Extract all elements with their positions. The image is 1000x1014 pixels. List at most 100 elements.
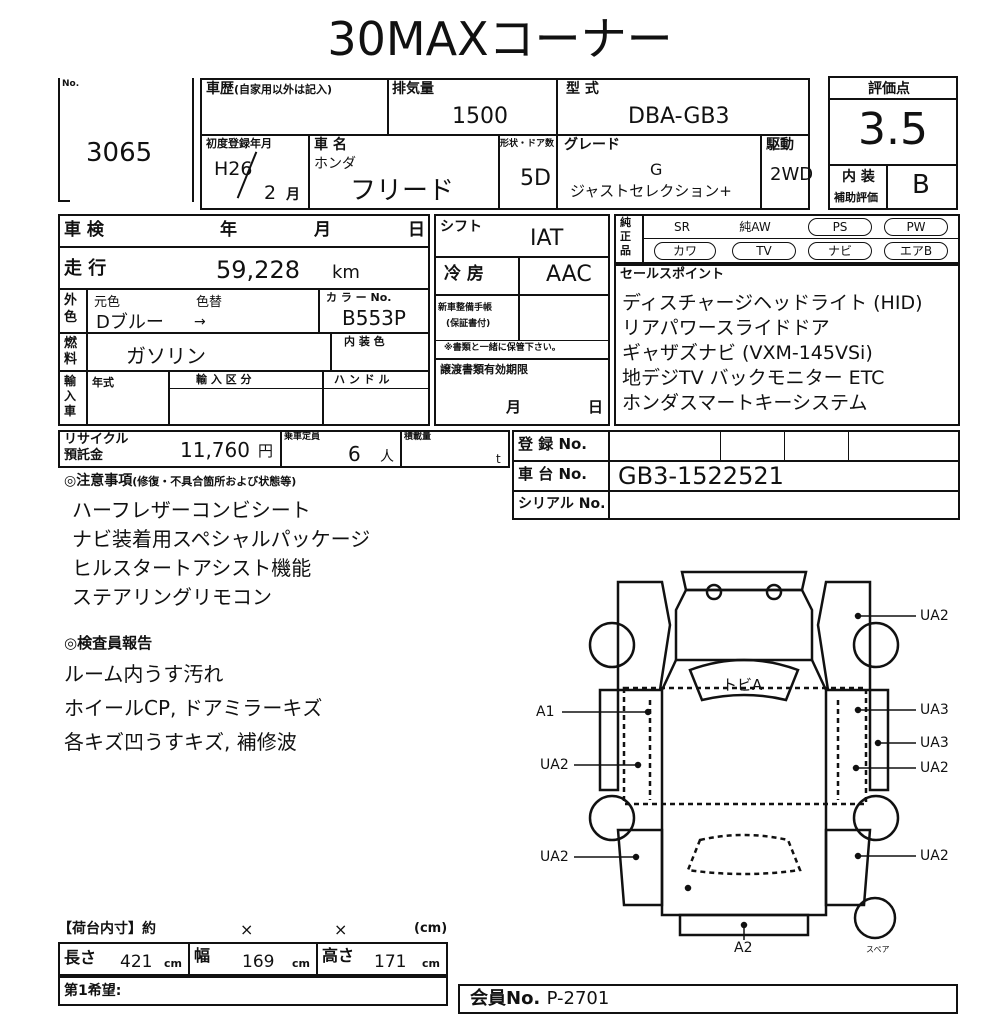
doors-value: 5D (520, 166, 551, 191)
capacity-label: 乗車定員 (284, 432, 321, 442)
cargo-unit: (cm) (414, 921, 448, 936)
damage-right-4: UA2 (920, 760, 949, 776)
left-rear-quarter (616, 828, 664, 907)
car-name-label: 車 名 (314, 137, 347, 153)
hood (674, 588, 814, 662)
manual-label: 新車整備手帳 (438, 303, 493, 313)
grade-line2: ジャストセレクション+ (570, 182, 732, 200)
cargo-x2: × (334, 920, 348, 939)
drive-value: 2WD (770, 164, 814, 185)
model-label: 型 式 (566, 81, 599, 97)
options-label: 純正品 (620, 216, 631, 257)
damage-right-2: UA3 (920, 702, 949, 718)
wheel-front-right (852, 621, 900, 669)
transfer-day: 日 (588, 398, 604, 416)
option-navi: ナビ (808, 242, 872, 260)
right-side-doors (868, 688, 890, 792)
damage-left-2: UA2 (540, 757, 569, 773)
body-outline (660, 659, 828, 917)
right-front-fender (816, 580, 872, 692)
page-title: 30MAXコーナー (327, 12, 673, 66)
car-name: フリード (350, 176, 455, 206)
caution-label: ◎注意事項(修復・不具合箇所および状態等) (64, 473, 297, 489)
mileage-unit: km (332, 262, 360, 283)
fuel-label: 燃料 (64, 336, 78, 367)
color-code-value: B553P (342, 306, 406, 330)
height-label: 高さ (322, 946, 355, 965)
recycle-unit: 円 (258, 442, 274, 460)
lot-number: 3065 (86, 138, 153, 168)
grade-label: グレード (564, 137, 620, 153)
options-box (614, 214, 960, 264)
registration-table (512, 430, 960, 520)
import-class-label: 輸 入 区 分 (196, 373, 252, 386)
right-rear-quarter (824, 828, 872, 907)
score-value: 3.5 (858, 104, 928, 155)
shift-value: IAT (530, 226, 564, 251)
inspection-label: 車 検 (64, 220, 104, 240)
length-label: 長さ (64, 948, 97, 967)
history-label: 車歴(自家用以外は記入) (206, 81, 333, 97)
inspector-item-3: 各キズ凹うすキズ, 補修波 (64, 730, 297, 754)
wish-label: 第1希望: (64, 983, 122, 999)
first-reg-year: H26 (214, 158, 253, 180)
chassis-value: GB3-1522521 (618, 462, 784, 490)
height-value: 171 (374, 952, 407, 972)
sales-point-5: ホンダスマートキーシステム (622, 392, 868, 414)
caution-item-3: ヒルスタートアシスト機能 (72, 556, 312, 580)
color-side-label: 外色 (64, 293, 78, 325)
damage-left-3: UA2 (540, 849, 569, 865)
width-value: 169 (242, 952, 275, 972)
load-unit: t (496, 452, 501, 466)
interior-sublabel: 補助評価 (834, 191, 878, 204)
roof-panel (622, 686, 868, 806)
first-reg-month-unit: 月 (286, 187, 300, 203)
height-unit: cm (422, 957, 440, 970)
capacity-value: 6 (348, 442, 361, 466)
left-front-fender (616, 580, 672, 692)
first-reg-month: 2 (264, 182, 277, 204)
damage-right-3: UA3 (920, 735, 949, 751)
shift-ac-table (434, 214, 610, 426)
wheel-front-left (588, 621, 636, 669)
inspection-day: 日 (408, 220, 425, 240)
option-leather: カワ (654, 242, 716, 260)
manual-note: ※書類と一緒に保管下さい。 (444, 343, 561, 353)
length-value: 421 (120, 952, 153, 972)
doors-label: 形状・ドア数 (500, 139, 555, 149)
transfer-month: 月 (506, 398, 522, 416)
inspector-label: ◎検査員報告 (64, 634, 153, 652)
width-unit: cm (292, 957, 310, 970)
transfer-label: 譲渡書類有効期限 (440, 363, 528, 376)
color-orig-label: 元色 (94, 295, 121, 310)
option-airbag: エアB (884, 242, 948, 260)
first-reg-label: 初度登録年月 (206, 137, 272, 150)
cargo-x1: × (240, 920, 254, 939)
left-side-doors (598, 688, 620, 792)
damage-bottom: A2 (734, 940, 753, 956)
reg-no-label: 登 録 No. (518, 435, 588, 453)
color-orig-value: Dブルー (96, 312, 164, 333)
ac-value: AAC (546, 262, 592, 287)
color-change-label: 色替 (196, 295, 223, 310)
color-code-label: カ ラ ー No. (326, 291, 392, 304)
caution-item-4: ステアリングリモコン (72, 585, 272, 609)
recycle-sublabel: 預託金 (64, 448, 104, 463)
damage-right-5: UA2 (920, 848, 949, 864)
interior-color-label: 内 装 色 (344, 335, 385, 348)
damage-left-1: A1 (536, 704, 555, 720)
cargo-label: 【荷台内寸】約 (58, 921, 156, 937)
displacement-value: 1500 (452, 104, 508, 129)
ac-label: 冷 房 (444, 264, 484, 284)
interior-value: B (912, 170, 930, 200)
option-alloy-wheel: 純AW (739, 220, 771, 234)
sales-point-2: リアパワースライドドア (622, 317, 830, 339)
displacement-label: 排気量 (392, 81, 434, 97)
width-label: 幅 (194, 946, 211, 965)
recycle-table (58, 430, 510, 468)
headlight-left (705, 583, 723, 601)
car-maker: ホンダ (314, 156, 356, 172)
mileage-value: 59,228 (216, 256, 300, 284)
wheel-rear-left (588, 794, 636, 842)
